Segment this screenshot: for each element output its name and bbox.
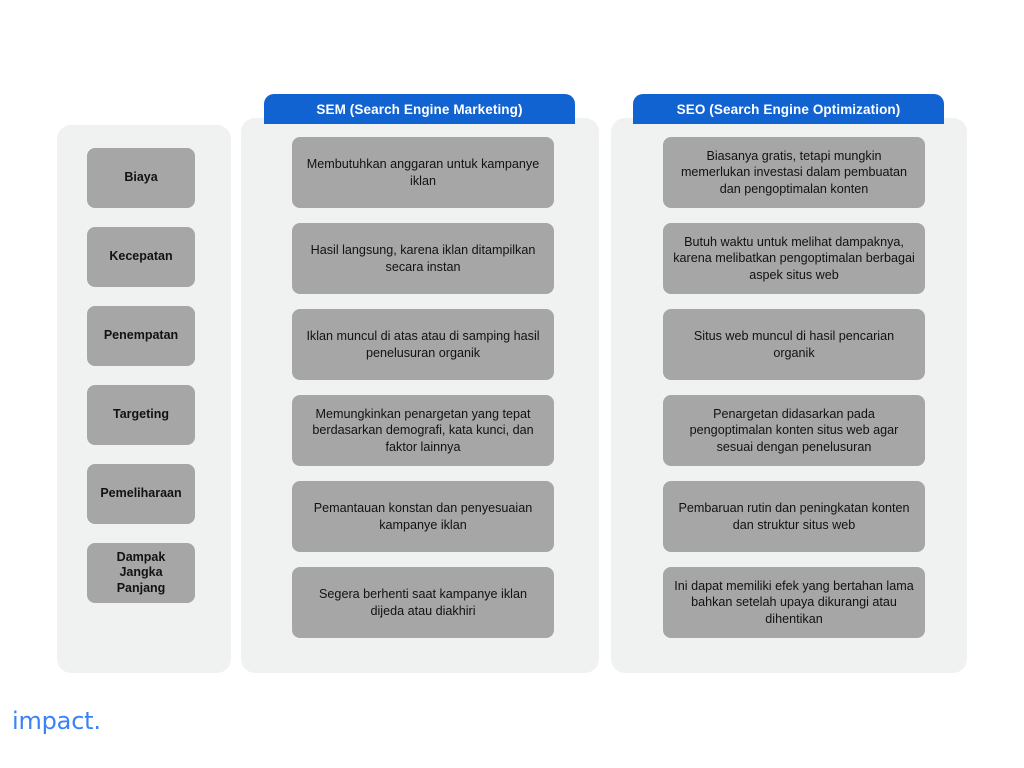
sem-cell: Memungkinkan penargetan yang tepat berda… — [292, 395, 554, 466]
seo-cell: Ini dapat memiliki efek yang bertahan la… — [663, 567, 925, 638]
seo-column-header: SEO (Search Engine Optimization) — [633, 94, 944, 124]
criteria-label-stack: Biaya Kecepatan Penempatan Targeting Pem… — [87, 148, 195, 603]
criteria-label: Biaya — [87, 148, 195, 208]
sem-cell: Segera berhenti saat kampanye iklan dije… — [292, 567, 554, 638]
sem-cell-stack: Membutuhkan anggaran untuk kampanye ikla… — [292, 137, 554, 638]
sem-column-header: SEM (Search Engine Marketing) — [264, 94, 575, 124]
seo-cell: Butuh waktu untuk melihat dampaknya, kar… — [663, 223, 925, 294]
criteria-label: Penempatan — [87, 306, 195, 366]
seo-cell: Situs web muncul di hasil pencarian orga… — [663, 309, 925, 380]
seo-cell: Biasanya gratis, tetapi mungkin memerluk… — [663, 137, 925, 208]
criteria-label: Targeting — [87, 385, 195, 445]
sem-cell: Pemantauan konstan dan penyesuaian kampa… — [292, 481, 554, 552]
seo-cell: Penargetan didasarkan pada pengoptimalan… — [663, 395, 925, 466]
criteria-label: Pemeliharaan — [87, 464, 195, 524]
criteria-label: Kecepatan — [87, 227, 195, 287]
seo-cell: Pembaruan rutin dan peningkatan konten d… — [663, 481, 925, 552]
seo-cell-stack: Biasanya gratis, tetapi mungkin memerluk… — [663, 137, 925, 638]
criteria-label: Dampak Jangka Panjang — [87, 543, 195, 603]
sem-cell: Hasil langsung, karena iklan ditampilkan… — [292, 223, 554, 294]
brand-logo: impact. — [12, 707, 101, 735]
sem-cell: Membutuhkan anggaran untuk kampanye ikla… — [292, 137, 554, 208]
sem-cell: Iklan muncul di atas atau di samping has… — [292, 309, 554, 380]
